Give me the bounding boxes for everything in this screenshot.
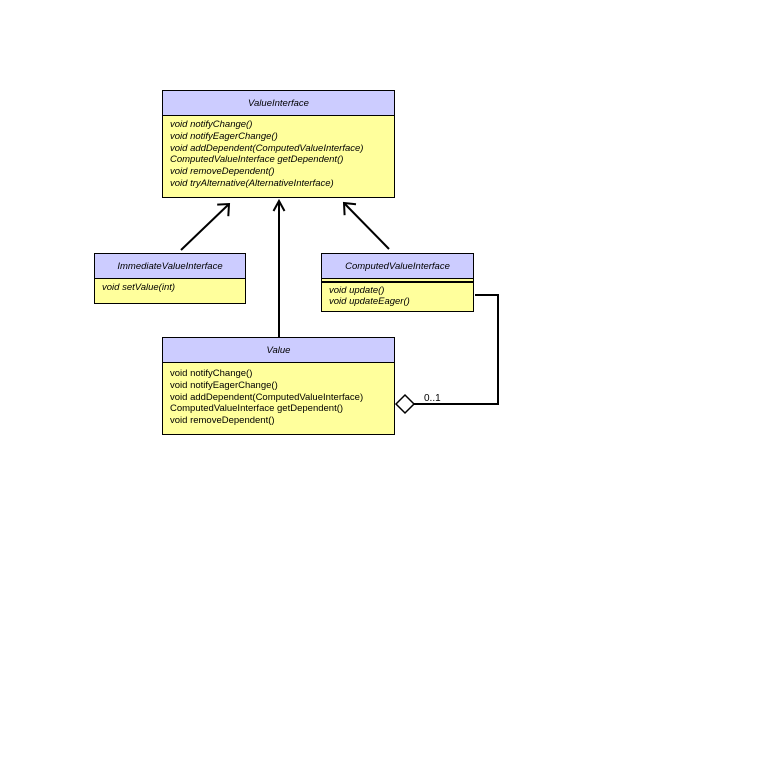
operation: void tryAlternative(AlternativeInterface… (170, 177, 334, 189)
class-name: ComputedValueInterface (322, 254, 473, 279)
generalization-immediate-to-valueinterface (180, 203, 230, 251)
attribute-compartment (322, 281, 473, 283)
operations-list: void setValue(int) (95, 279, 245, 294)
operation: void addDependent(ComputedValueInterface… (170, 391, 364, 403)
operation: void updateEager() (329, 296, 410, 308)
aggregation-diamond (394, 393, 416, 415)
operation: void removeDependent() (170, 415, 275, 427)
operation: void removeDependent() (170, 166, 275, 178)
operation: void notifyEagerChange() (170, 130, 278, 142)
operation: void notifyChange() (170, 119, 253, 130)
class-name: ValueInterface (163, 91, 394, 116)
operations-list: void notifyChange() void notifyEagerChan… (163, 116, 394, 190)
operation: void setValue(int) (102, 282, 176, 293)
class-immediate-value-interface: ImmediateValueInterface void setValue(in… (94, 253, 246, 304)
operations-list: void update() void updateEager() (322, 283, 473, 309)
aggregation-line (414, 294, 499, 405)
class-name: ImmediateValueInterface (95, 254, 245, 279)
operation: void addDependent(ComputedValueInterface… (170, 142, 364, 154)
operations-list: void notifyChange() void notifyEagerChan… (163, 363, 394, 427)
multiplicity-label: 0..1 (424, 393, 441, 404)
class-computed-value-interface: ComputedValueInterface void update() voi… (321, 253, 474, 312)
generalization-arrowhead (272, 198, 286, 212)
operation: void update() (329, 284, 385, 296)
generalization-computed-to-valueinterface (343, 202, 390, 250)
class-value: Value void notifyChange() void notifyEag… (162, 337, 395, 435)
operation: void notifyEagerChange() (170, 379, 278, 391)
generalization-arrowhead (342, 201, 357, 216)
generalization-arrowhead (217, 202, 231, 217)
class-name: Value (163, 338, 394, 363)
operation: ComputedValueInterface getDependent() (170, 154, 344, 166)
operation: ComputedValueInterface getDependent() (170, 403, 344, 415)
operation: void notifyChange() (170, 368, 253, 379)
class-value-interface: ValueInterface void notifyChange() void … (162, 90, 395, 198)
